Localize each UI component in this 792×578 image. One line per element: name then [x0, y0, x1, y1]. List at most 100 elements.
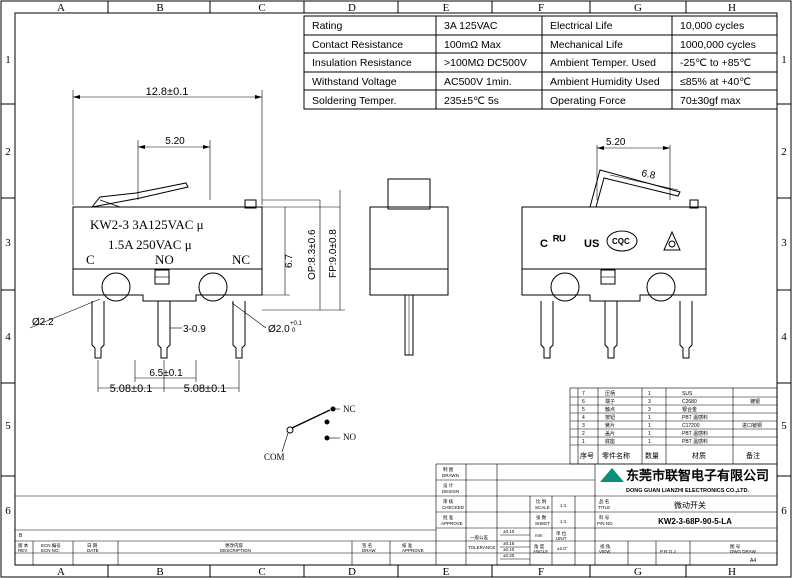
bom-cell: 3	[648, 407, 651, 413]
spec-cell: 1000,000 cycles	[680, 39, 756, 51]
front-view-labels: 12.8±0.1 5.20 KW2-3 3A125VAC μ 1.5A 250V…	[32, 86, 339, 395]
inner-frame	[14, 12, 778, 566]
bom-header: 零件名称	[602, 451, 630, 460]
tb-label: 视 角	[600, 543, 610, 550]
row-label: 1	[781, 54, 787, 66]
bom-cell: 按钮	[605, 414, 615, 421]
company-name-en: DONG GUAN LIANZHI ELECTRONICS CO.,LTD.	[626, 488, 750, 494]
dim-fp: FP:9.0±0.8	[328, 229, 339, 278]
front-view	[29, 90, 345, 392]
tb-scale: 1:1	[560, 503, 567, 508]
company-name-cn: 东莞市联智电子有限公司	[626, 468, 769, 483]
dim-width: 12.8±0.1	[146, 86, 189, 98]
title-block-text: 制 图 DRAWN 设 计 DESIGN 审 核 CHECKED 批 准 APP…	[18, 466, 757, 564]
tb-sheet-size: A4	[750, 558, 756, 564]
col-label: D	[348, 566, 356, 578]
bom-cell: 进口铍铜	[742, 422, 762, 429]
part-number: KW2-3-68P-90-5-LA	[658, 517, 732, 526]
col-label: B	[156, 566, 163, 578]
tb-label: UNIT	[556, 536, 567, 541]
spec-cell: Mechanical Life	[550, 39, 623, 51]
dim-pitch-right: 5.08±0.1	[184, 383, 227, 395]
tb-label: 单 位	[556, 530, 567, 537]
dim-angle: 6.8	[640, 168, 656, 182]
col-label: A	[57, 566, 65, 578]
side-view	[369, 178, 449, 356]
tb-label: DRAWN	[442, 473, 459, 478]
spec-cell: -25℃ to +85℃	[680, 57, 751, 69]
bom-cell: 6	[582, 399, 585, 405]
tb-label: TITLE	[598, 505, 610, 510]
schematic-no: NO	[343, 432, 356, 442]
tb-label: 图 号	[730, 544, 741, 550]
bom-cell: 盖片	[605, 430, 615, 437]
title-block	[15, 463, 778, 566]
dim-lever: 5.20	[165, 136, 185, 147]
tb-label: SHEET	[535, 521, 550, 526]
bom-cell: 3	[582, 423, 585, 429]
tb-label: DESIGN	[442, 489, 459, 494]
tb-tol: ±0.10	[503, 547, 515, 552]
spec-cell: >100MΩ DC500V	[444, 57, 527, 69]
tb-rev-header: 版 本	[18, 542, 29, 549]
spec-cell: Insulation Resistance	[312, 57, 412, 69]
col-label: H	[728, 2, 736, 14]
bom-header: 序号	[580, 451, 594, 460]
row-label: 5	[781, 420, 787, 432]
tb-label: SCALE	[535, 505, 550, 510]
tb-rev-header: 日 期	[87, 543, 98, 549]
tb-rev-header: 核 准	[402, 542, 413, 549]
row-label: 3	[5, 237, 11, 249]
dim-height: 6.7	[284, 254, 295, 268]
tb-rev-header: DATE	[87, 548, 99, 553]
row-label: 4	[5, 331, 11, 343]
bom-cell: C2680	[682, 399, 697, 405]
bom-cell: 1	[648, 439, 651, 445]
row-label: 1	[5, 54, 11, 66]
row-markers: 1 2 3 4 5 6 1 2 3 4 5 6	[1, 54, 791, 517]
title-block-main: 东莞市联智电子有限公司 DONG GUAN LIANZHI ELECTRONIC…	[626, 468, 769, 526]
col-label: A	[57, 2, 65, 14]
dim-pin-hole: Ø2.0	[268, 324, 290, 335]
terminal-nc: NC	[232, 252, 250, 267]
switch-schematic	[281, 406, 340, 453]
bom-cell: 5	[582, 407, 585, 413]
tb-rev-header: 签 名	[362, 542, 372, 549]
ul-logo-us: US	[584, 238, 599, 250]
spec-cell: 70±30gf max	[680, 95, 741, 107]
tb-label: 张 数	[536, 514, 547, 521]
bom-cell: 1	[582, 439, 585, 445]
row-label: 6	[781, 505, 787, 517]
spec-cell: Soldering Temper.	[312, 95, 396, 107]
bom-cell: 压柄	[605, 390, 615, 397]
body-marking-2: 1.5A 250VAC μ	[108, 237, 192, 252]
tb-rev-header: ECN 编号	[41, 542, 61, 549]
tb-label: CHECKED	[442, 505, 465, 510]
schematic-nc: NC	[343, 404, 356, 414]
right-view-labels: 5.20 6.8 C ᴿᵁ US CQC	[540, 137, 657, 250]
col-label: E	[443, 2, 450, 14]
bom-cell: 1	[648, 423, 651, 429]
right-view	[521, 145, 707, 359]
tb-tol: ±0.20	[503, 553, 515, 558]
tb-label: 审 核	[443, 498, 454, 505]
bom-cell: 4	[582, 415, 585, 421]
spec-cell: Rating	[312, 20, 343, 32]
tb-label: 角 度	[534, 543, 545, 550]
bom-cell: PBT 温感料	[682, 438, 708, 445]
spec-cell: Operating Force	[550, 95, 626, 107]
spec-cell: 10,000 cycles	[680, 20, 744, 32]
bom-cell: 1	[648, 415, 651, 421]
spec-cell: Ambient Temper. Used	[550, 57, 656, 69]
tb-sheet: 1:1	[560, 519, 567, 524]
dim-pin-hole-tol2: 0	[292, 328, 296, 334]
tb-rev-header: 更改内容	[225, 542, 243, 549]
bom-cell: 簧片	[605, 422, 615, 429]
spec-cell: 235±5℃ 5s	[444, 95, 499, 107]
row-label: 6	[5, 505, 11, 517]
bom-header: 材质	[692, 451, 706, 460]
schematic-com: COM	[264, 452, 285, 462]
tb-label: ANGLE	[533, 549, 548, 554]
